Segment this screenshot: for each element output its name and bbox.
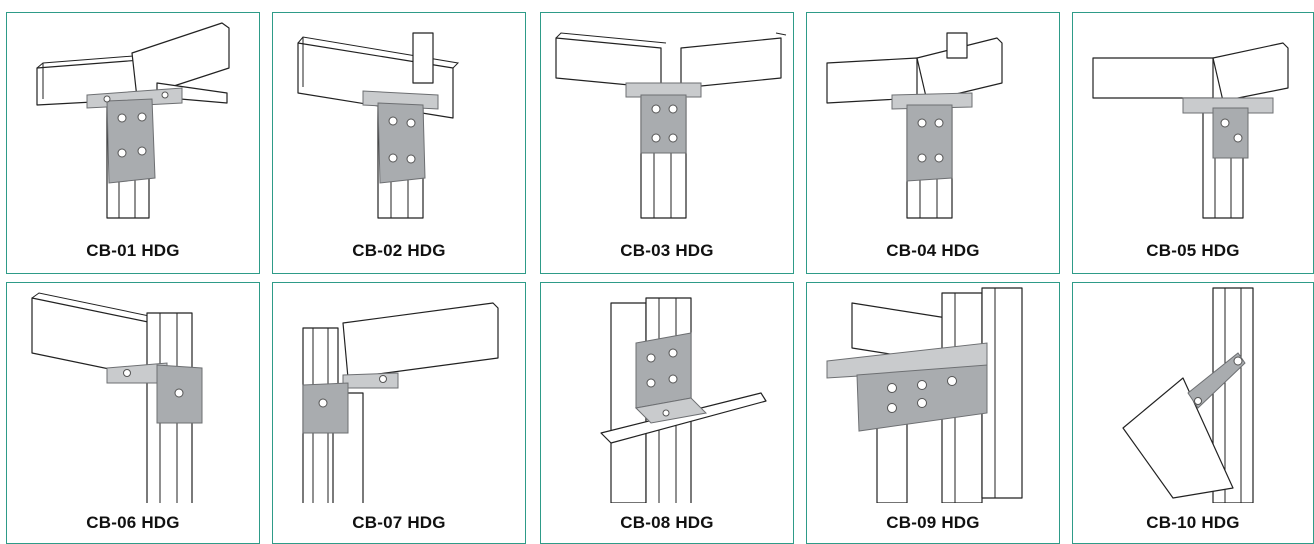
cb-10-bracket-image [1122,287,1254,503]
product-code: CB-08 HDG [620,513,714,532]
product-code: CB-09 HDG [886,513,980,532]
product-card-cb-02: CB-02 HDG [272,12,526,274]
cb-05-bracket-image [1092,42,1289,219]
product-card-cb-06: CB-06 HDG [6,282,260,544]
product-card-cb-07: CB-07 HDG [272,282,526,544]
product-code: CB-01 HDG [86,241,180,260]
product-card-cb-09: CB-09 HDG [806,282,1060,544]
product-code: CB-04 HDG [886,241,980,260]
product-card-cb-01: CB-01 HDG [6,12,260,274]
cb-09-bracket-image [826,287,1023,503]
product-card-cb-10: CB-10 HDG [1072,282,1314,544]
product-code: CB-02 HDG [352,241,446,260]
product-card-cb-04: CB-04 HDG [806,12,1060,274]
cb-02-bracket-image [297,32,460,219]
product-code: CB-10 HDG [1146,513,1240,532]
product-card-cb-05: CB-05 HDG [1072,12,1314,274]
product-code: CB-07 HDG [352,513,446,532]
cb-07-bracket-image [302,302,499,503]
product-card-cb-08: CB-08 HDG [540,282,794,544]
product-code: CB-03 HDG [620,241,714,260]
cb-06-bracket-image [31,292,203,503]
cb-01-bracket-image [36,22,230,219]
cb-08-bracket-image [600,297,767,503]
product-code: CB-06 HDG [86,513,180,532]
cb-04-bracket-image [826,32,1003,219]
cb-03-bracket-image [555,32,787,219]
product-card-cb-03: CB-03 HDG [540,12,794,274]
product-code: CB-05 HDG [1146,241,1240,260]
